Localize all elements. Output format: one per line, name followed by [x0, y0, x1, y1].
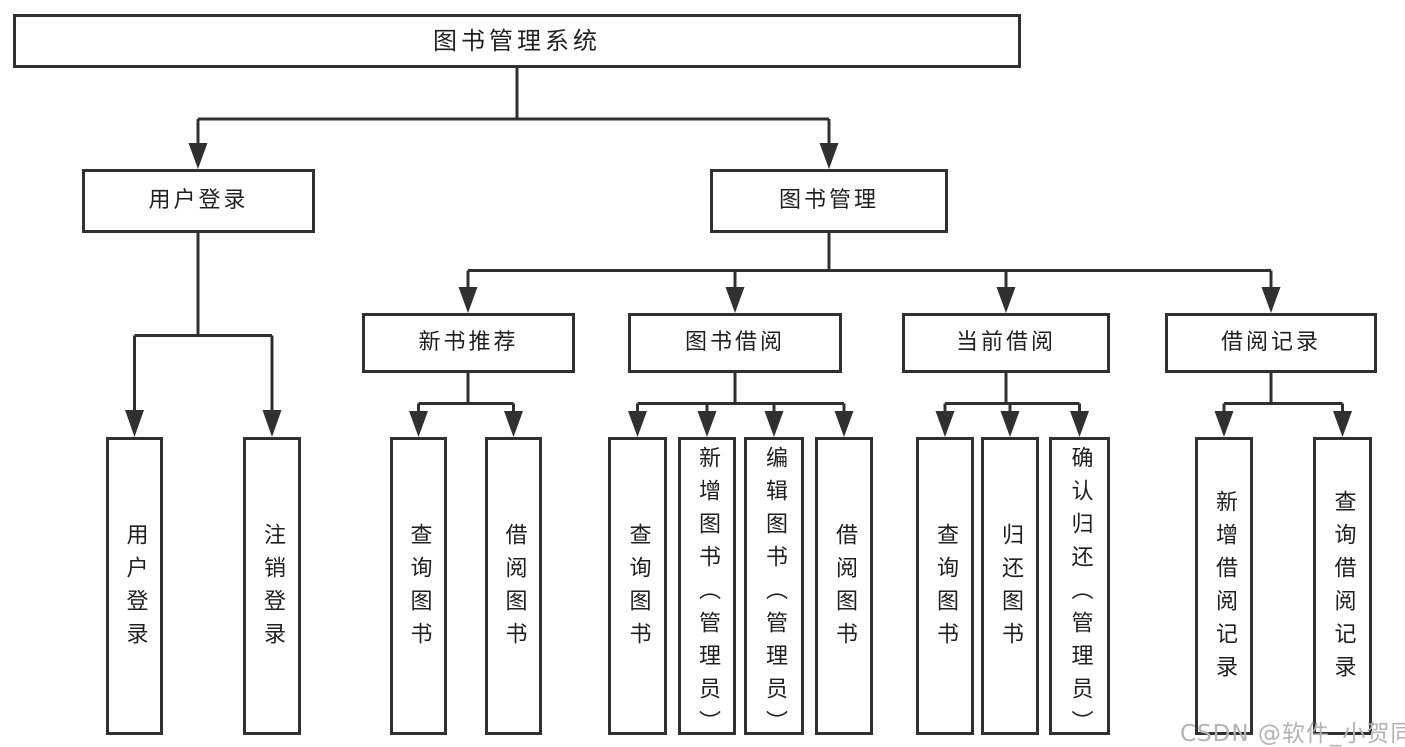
leaf-borrow-books-2: 借阅图书: [815, 437, 873, 735]
node-new-book-recommend: 新书推荐: [362, 313, 575, 373]
node-book-management: 图书管理: [710, 169, 948, 233]
leaf-add-book-admin: 新增图书（管理员）: [678, 437, 736, 743]
node-book-borrow: 图书借阅: [628, 313, 842, 373]
leaf-borrow-books-recommend: 借阅图书: [485, 437, 542, 735]
leaf-query-books-current: 查询图书: [916, 437, 974, 735]
node-user-login: 用户登录: [82, 169, 315, 233]
leaf-add-borrow-record: 新增借阅记录: [1195, 437, 1253, 735]
node-current-borrow: 当前借阅: [902, 313, 1110, 373]
leaf-confirm-return-admin: 确认归还（管理员）: [1049, 437, 1110, 743]
node-root: 图书管理系统: [13, 14, 1021, 68]
leaf-query-borrow-record: 查询借阅记录: [1313, 437, 1372, 735]
node-borrow-records: 借阅记录: [1165, 313, 1377, 373]
leaf-edit-book-admin: 编辑图书（管理员）: [744, 437, 804, 743]
leaf-query-books-recommend: 查询图书: [390, 437, 447, 735]
leaf-query-books-borrow: 查询图书: [608, 437, 667, 735]
watermark: CSDN @软件_小贺同学: [1180, 721, 1405, 747]
leaf-user-login: 用户登录: [106, 437, 163, 735]
leaf-logout: 注销登录: [243, 437, 301, 735]
leaf-return-book: 归还图书: [981, 437, 1039, 735]
